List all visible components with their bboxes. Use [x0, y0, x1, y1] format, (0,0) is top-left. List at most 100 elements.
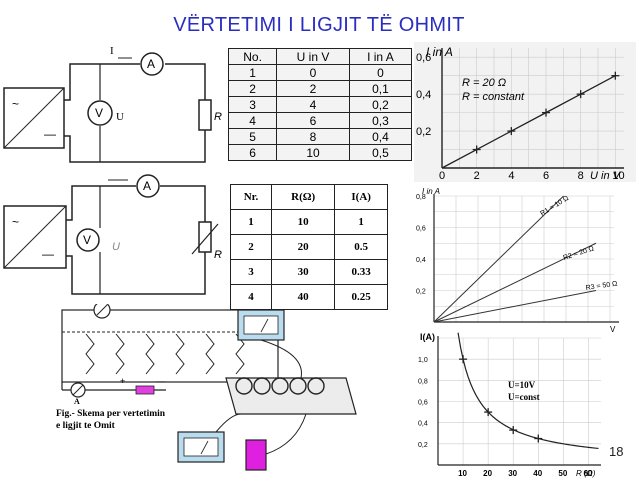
- voltmeter-icon: [93, 304, 111, 319]
- current-label-1: I: [110, 45, 114, 57]
- x-tick-label: 20: [483, 469, 492, 478]
- ammeter-2-label: A: [143, 179, 151, 193]
- resistor-1: [198, 99, 212, 131]
- figure-caption: e ligjit te Omit: [56, 421, 116, 431]
- table-cell: 6: [227, 144, 278, 161]
- table-cell: 30: [271, 259, 336, 285]
- line-label: R3 = 50 Ω: [585, 281, 618, 292]
- x-tick-label: 4: [508, 170, 514, 182]
- table-cell: 0.33: [334, 259, 388, 285]
- table-cell: 10: [271, 209, 336, 235]
- x-axis-label: V: [610, 325, 616, 334]
- column-header: U in V: [276, 48, 350, 65]
- legend-entry: R = constant: [462, 91, 525, 103]
- page-number: 18: [609, 444, 624, 459]
- dc-symbol: —: [44, 127, 56, 141]
- series-line: [433, 195, 564, 323]
- table-cell: 3: [227, 96, 278, 113]
- table-cell: 2: [229, 234, 273, 260]
- table-cell: 10: [276, 144, 350, 161]
- table-cell: 1: [227, 64, 278, 81]
- table-cell: 0,2: [348, 96, 413, 113]
- battery-pack: [245, 439, 267, 471]
- x-tick-label: 6: [543, 170, 549, 182]
- y-tick-label: 1,0: [418, 357, 428, 364]
- series-line: [433, 242, 597, 323]
- table-cell: 0: [276, 64, 350, 81]
- voltmeter-2: [76, 228, 100, 252]
- figure-caption: Fig.- Skema per vertetimin: [56, 409, 166, 419]
- table-cell: 4: [227, 112, 278, 129]
- x-tick-label: 0: [439, 170, 445, 182]
- table-cell: 6: [276, 112, 350, 129]
- voltage-label-1: U: [116, 111, 124, 123]
- circuit-diagram-2: ~ — A V U R: [3, 174, 222, 295]
- table-cell: 4: [276, 96, 350, 113]
- column-header: R(Ω): [271, 184, 336, 210]
- y-tick-label: 0,6: [418, 400, 428, 407]
- y-tick-label: 0,2: [416, 289, 426, 296]
- table-cell: 0,4: [348, 128, 413, 145]
- y-tick-label: 0,4: [416, 89, 431, 101]
- x-tick-label: 10: [458, 469, 467, 478]
- table-cell: 3: [229, 259, 273, 285]
- voltmeter-2-label: V: [83, 233, 91, 247]
- table-cell: 1: [334, 209, 388, 235]
- table-cell: 0: [348, 64, 413, 81]
- table-cell: 40: [271, 284, 336, 310]
- x-tick-label: 2: [474, 170, 480, 182]
- resistor-2-label: R: [214, 249, 222, 261]
- column-header: I(A): [334, 184, 388, 210]
- y-tick-label: 0,2: [416, 126, 431, 138]
- variable-resistor: [198, 221, 212, 253]
- y-tick-label: 0,2: [418, 442, 428, 449]
- legend-entry: R = 20 Ω: [462, 77, 506, 89]
- table-cell: 0.5: [334, 234, 388, 260]
- x-tick-label: 8: [578, 170, 584, 182]
- annotation: U=const: [508, 392, 540, 402]
- ammeter-1: [140, 52, 164, 76]
- svg-text:—: —: [42, 247, 54, 261]
- table-cell: 5: [227, 128, 278, 145]
- column-header: Nr.: [229, 184, 273, 210]
- wire: [64, 63, 206, 163]
- table-cell: 0,3: [348, 112, 413, 129]
- table-cell: 0.25: [334, 284, 388, 310]
- table-header-row: No. U in V I in A: [227, 48, 413, 65]
- table-cell: 2: [276, 80, 350, 97]
- ammeter-2: [136, 174, 160, 198]
- x-axis-label: U in V: [590, 170, 622, 182]
- y-tick-label: 0,4: [416, 257, 426, 264]
- resistor-1-label: R: [214, 111, 222, 123]
- annotation: U=10V: [508, 380, 536, 390]
- voltmeter-1-label: V: [95, 106, 103, 120]
- ac-symbol: ~: [12, 97, 19, 111]
- y-axis-label: I in A: [426, 45, 453, 59]
- y-tick-label: 0,6: [416, 52, 431, 64]
- x-tick-label: 10: [612, 170, 624, 182]
- series-line: [433, 290, 597, 323]
- table-cell: 8: [276, 128, 350, 145]
- svg-text:A: A: [74, 397, 80, 406]
- x-tick-label: 40: [533, 469, 542, 478]
- circuit-diagram-1: ~ — A V U I R: [3, 45, 222, 163]
- y-axis-label: I(A): [420, 332, 435, 342]
- voltmeter-1: [87, 100, 113, 126]
- hyperbola-curve: [457, 332, 599, 450]
- y-tick-label: 0,8: [416, 194, 426, 201]
- series-line: [441, 75, 616, 169]
- chart-resistor-lines: 0,80,60,40,2 I in A V R1 = 10 Ω R2 = 20 …: [416, 187, 619, 334]
- x-tick-label: 60: [583, 469, 592, 478]
- svg-text:—: —: [156, 376, 165, 386]
- y-tick-label: 0,4: [418, 421, 428, 428]
